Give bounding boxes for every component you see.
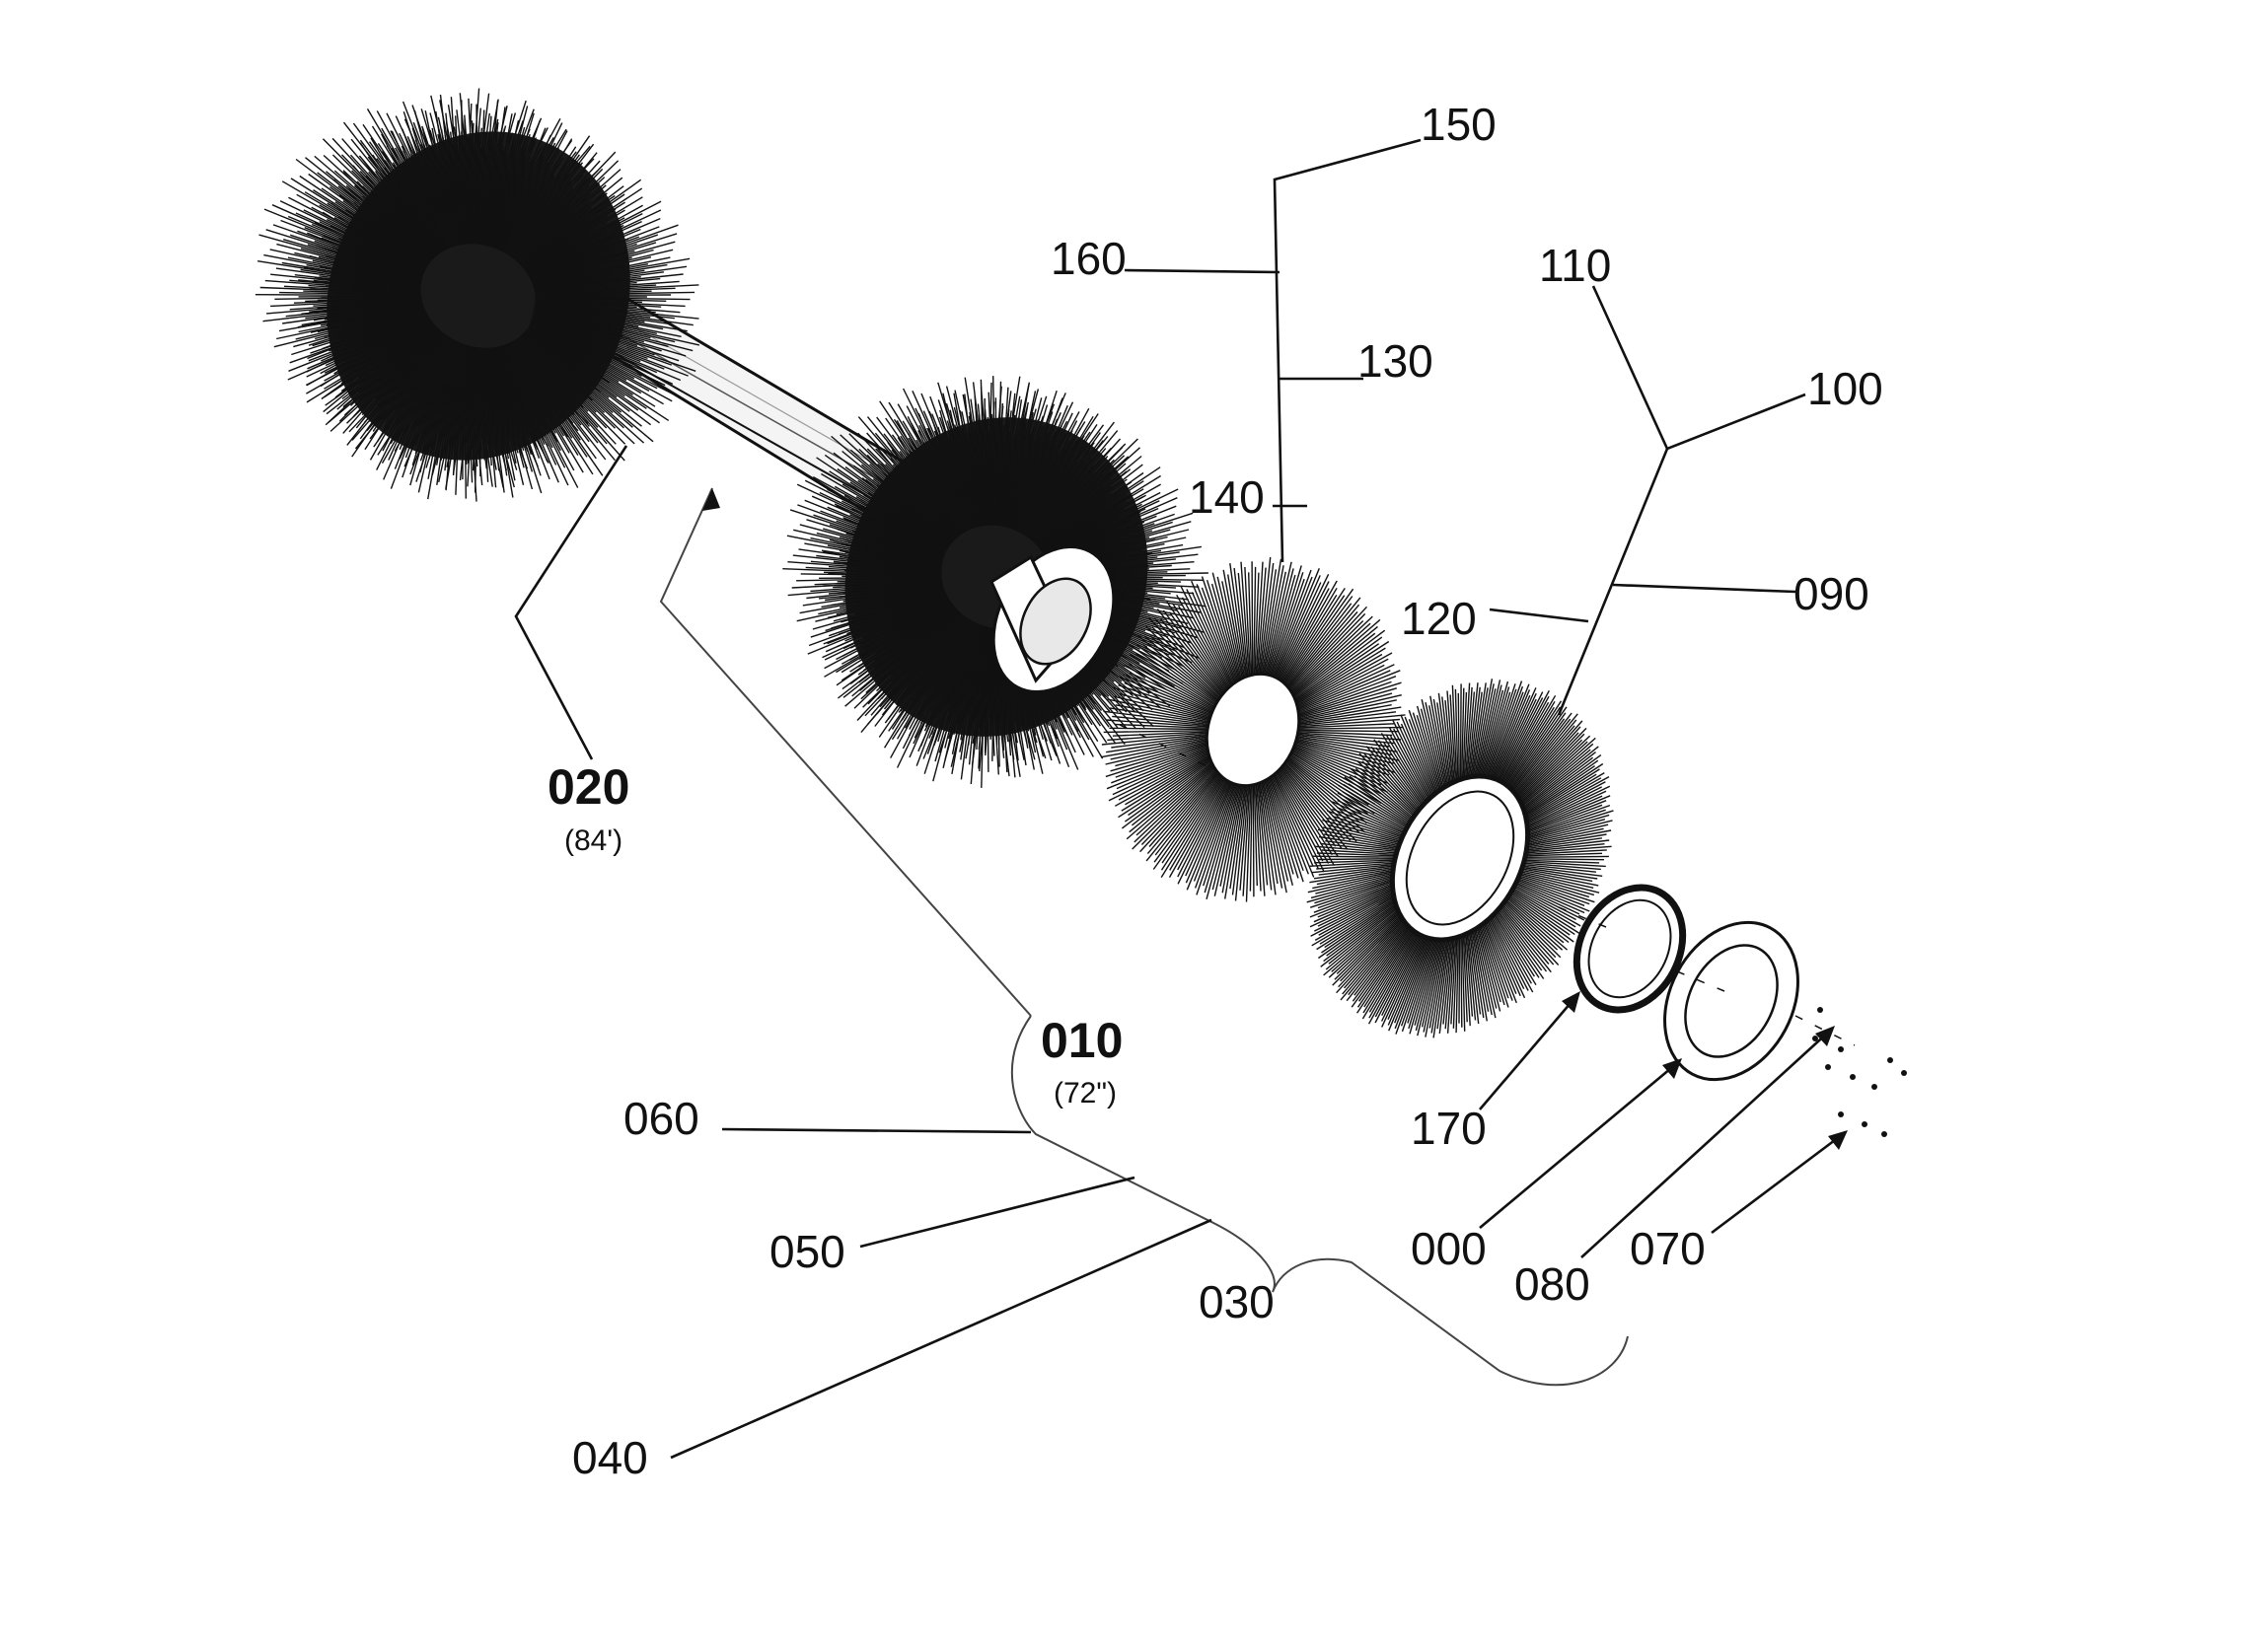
brush-assembly-drawing bbox=[255, 88, 1907, 1137]
label-160: 160 bbox=[1051, 233, 1127, 284]
label-010-length: (72") bbox=[1054, 1077, 1117, 1109]
label-050: 050 bbox=[769, 1226, 845, 1277]
label-020-length: (84') bbox=[564, 824, 622, 857]
label-110: 110 bbox=[1539, 240, 1611, 291]
shaft-hub bbox=[989, 544, 1116, 694]
leader-lines bbox=[514, 138, 1848, 1460]
retaining-ring bbox=[1573, 884, 1687, 1014]
label-130: 130 bbox=[1357, 335, 1433, 387]
label-020: 020 bbox=[548, 759, 629, 815]
fastener-screws bbox=[1812, 1007, 1907, 1137]
washer-plate bbox=[1663, 920, 1799, 1082]
label-060: 060 bbox=[623, 1093, 699, 1144]
label-170: 170 bbox=[1411, 1103, 1487, 1154]
label-100: 100 bbox=[1807, 363, 1883, 414]
label-070: 070 bbox=[1630, 1223, 1706, 1274]
reference-numerals: 150 160 130 140 110 100 090 120 020 (84'… bbox=[548, 99, 1883, 1483]
label-040: 040 bbox=[572, 1432, 648, 1483]
label-030: 030 bbox=[1199, 1276, 1275, 1327]
label-000: 000 bbox=[1411, 1223, 1487, 1274]
label-010: 010 bbox=[1041, 1013, 1123, 1068]
middle-brush-hub bbox=[1205, 672, 1301, 788]
label-090: 090 bbox=[1793, 568, 1869, 619]
label-080: 080 bbox=[1514, 1258, 1590, 1310]
label-140: 140 bbox=[1189, 471, 1265, 523]
brush-disc-bore bbox=[1389, 773, 1531, 943]
label-120: 120 bbox=[1401, 593, 1477, 644]
label-150: 150 bbox=[1421, 99, 1497, 150]
far-end-brush bbox=[255, 88, 700, 502]
